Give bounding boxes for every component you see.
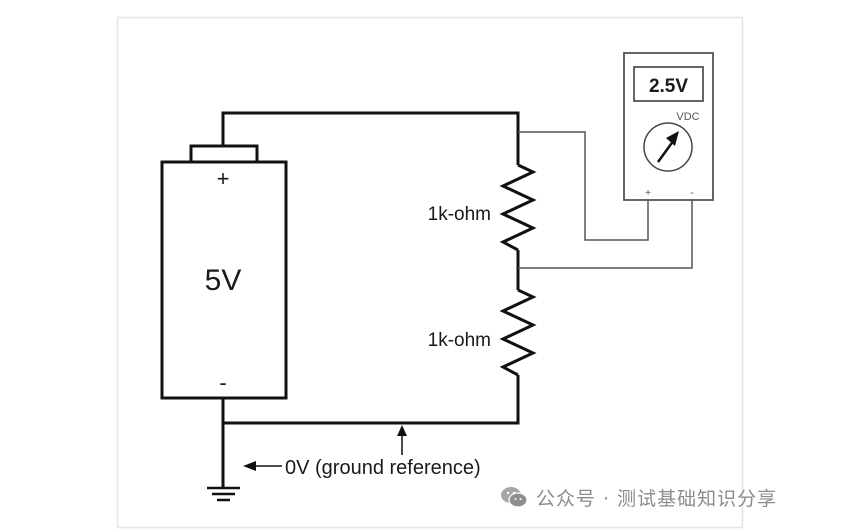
meter-plus-label: + [645, 188, 651, 199]
resistor-1 [499, 163, 537, 252]
battery: + 5V - [160, 144, 288, 400]
top-wire [221, 111, 520, 165]
ground-reference-label: 0V (ground reference) [285, 457, 481, 479]
meter-reading: 2.5V [649, 76, 688, 97]
ground-symbol-icon [207, 486, 240, 502]
meter-minus-label: - [690, 187, 694, 199]
meter-mode-label: VDC [676, 111, 699, 123]
meter-plus-lead [518, 131, 649, 241]
voltmeter: 2.5V VDC + - [623, 52, 714, 201]
watermark: 公众号 · 测试基础知识分享 [500, 482, 777, 512]
meter-needle [656, 139, 676, 163]
resistor-2 [499, 288, 537, 377]
meter-leads [518, 131, 693, 269]
battery-voltage-label: 5V [205, 264, 242, 297]
bottom-wire [223, 375, 520, 425]
resistor-2-label: 1k-ohm [428, 330, 491, 351]
meter-display [633, 66, 704, 102]
wechat-icon [500, 485, 528, 509]
arrow-left-icon [243, 461, 256, 471]
main-wires [221, 111, 520, 488]
resistor-1-label: 1k-ohm [428, 204, 491, 225]
ground-annotation-arrows [243, 425, 407, 471]
meter-needle-arrowhead-icon [666, 131, 679, 146]
meter-minus-lead [518, 200, 693, 269]
battery-body [160, 160, 288, 400]
battery-cap [189, 144, 259, 164]
battery-plus-label: + [217, 166, 230, 191]
arrow-up-icon [397, 425, 407, 436]
battery-minus-label: - [219, 370, 226, 395]
watermark-text: 公众号 · 测试基础知识分享 [536, 487, 778, 510]
